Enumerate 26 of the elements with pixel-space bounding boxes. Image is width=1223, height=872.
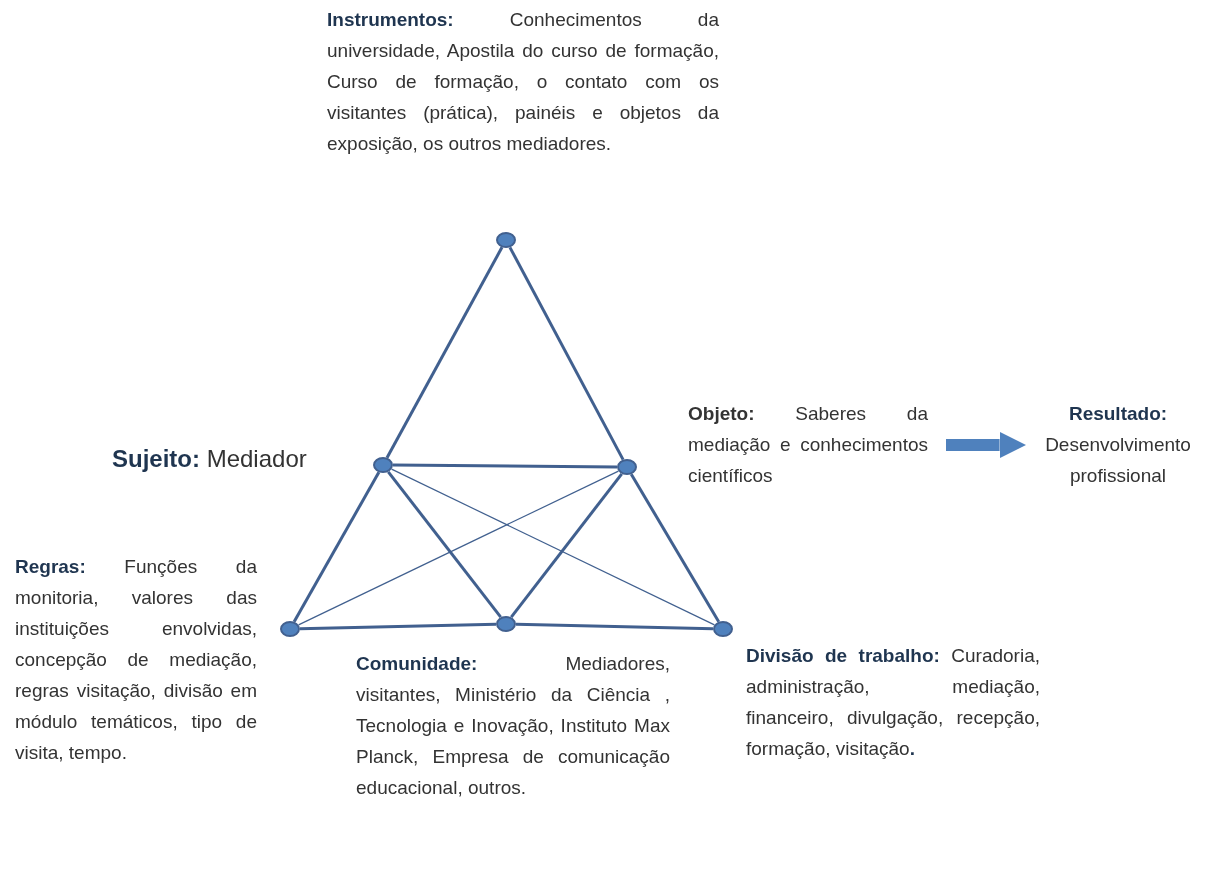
node-text: Objeto: Saberes da mediação e conhecimentos científicos: [688, 402, 928, 488]
connector-line: [393, 463, 617, 469]
connector-line: [299, 622, 497, 631]
vertex-caption: Divisão de trabalho: Curadoria, administração, mediação, financeiro, divulgação, recepção, formação, visitação.: [746, 644, 1040, 761]
vertex-caption: Regras: Funções da monitoria, valores das instituições envolvidas, concepção de mediação, regras visitação, divisão em módulo temáticos, tipo de visita, tempo.: [15, 555, 257, 765]
vertex-dot: [496, 232, 516, 248]
connector-line: [390, 468, 716, 626]
connector-line: [297, 470, 620, 626]
node-text: Resultado:: [1067, 402, 1169, 426]
vertex-dot: [280, 621, 300, 637]
node-text: Desenvolvimento profissional: [1044, 433, 1192, 488]
vertex-dot: [713, 621, 733, 637]
vertex-caption: Comunidade: Mediadores, visitantes, Ministério da Ciência , Tecnologia e Inovação, Instituto Max Planck, Empresa de comunicação educacional, outros.: [356, 652, 670, 800]
vertex-dot: [617, 459, 637, 475]
block-arrow: [946, 431, 1026, 459]
vertex-dot: [496, 616, 516, 632]
connector-line: [385, 246, 504, 459]
vertex-dot: [373, 457, 393, 473]
vertex-caption: Instrumentos: Conhecimentos da universidade, Apostila do curso de formação, Curso de formação, o contato com os visitantes (prática), painéis e objetos da exposição, os outros mediadores.: [327, 8, 719, 156]
connector-line: [515, 622, 714, 631]
connector-line: [508, 246, 625, 461]
connector-line: [630, 473, 720, 623]
connector-line: [510, 472, 623, 619]
connector-line: [292, 471, 381, 623]
vertex-caption: Sujeito: Mediador: [112, 444, 308, 474]
connector-line: [387, 470, 502, 619]
